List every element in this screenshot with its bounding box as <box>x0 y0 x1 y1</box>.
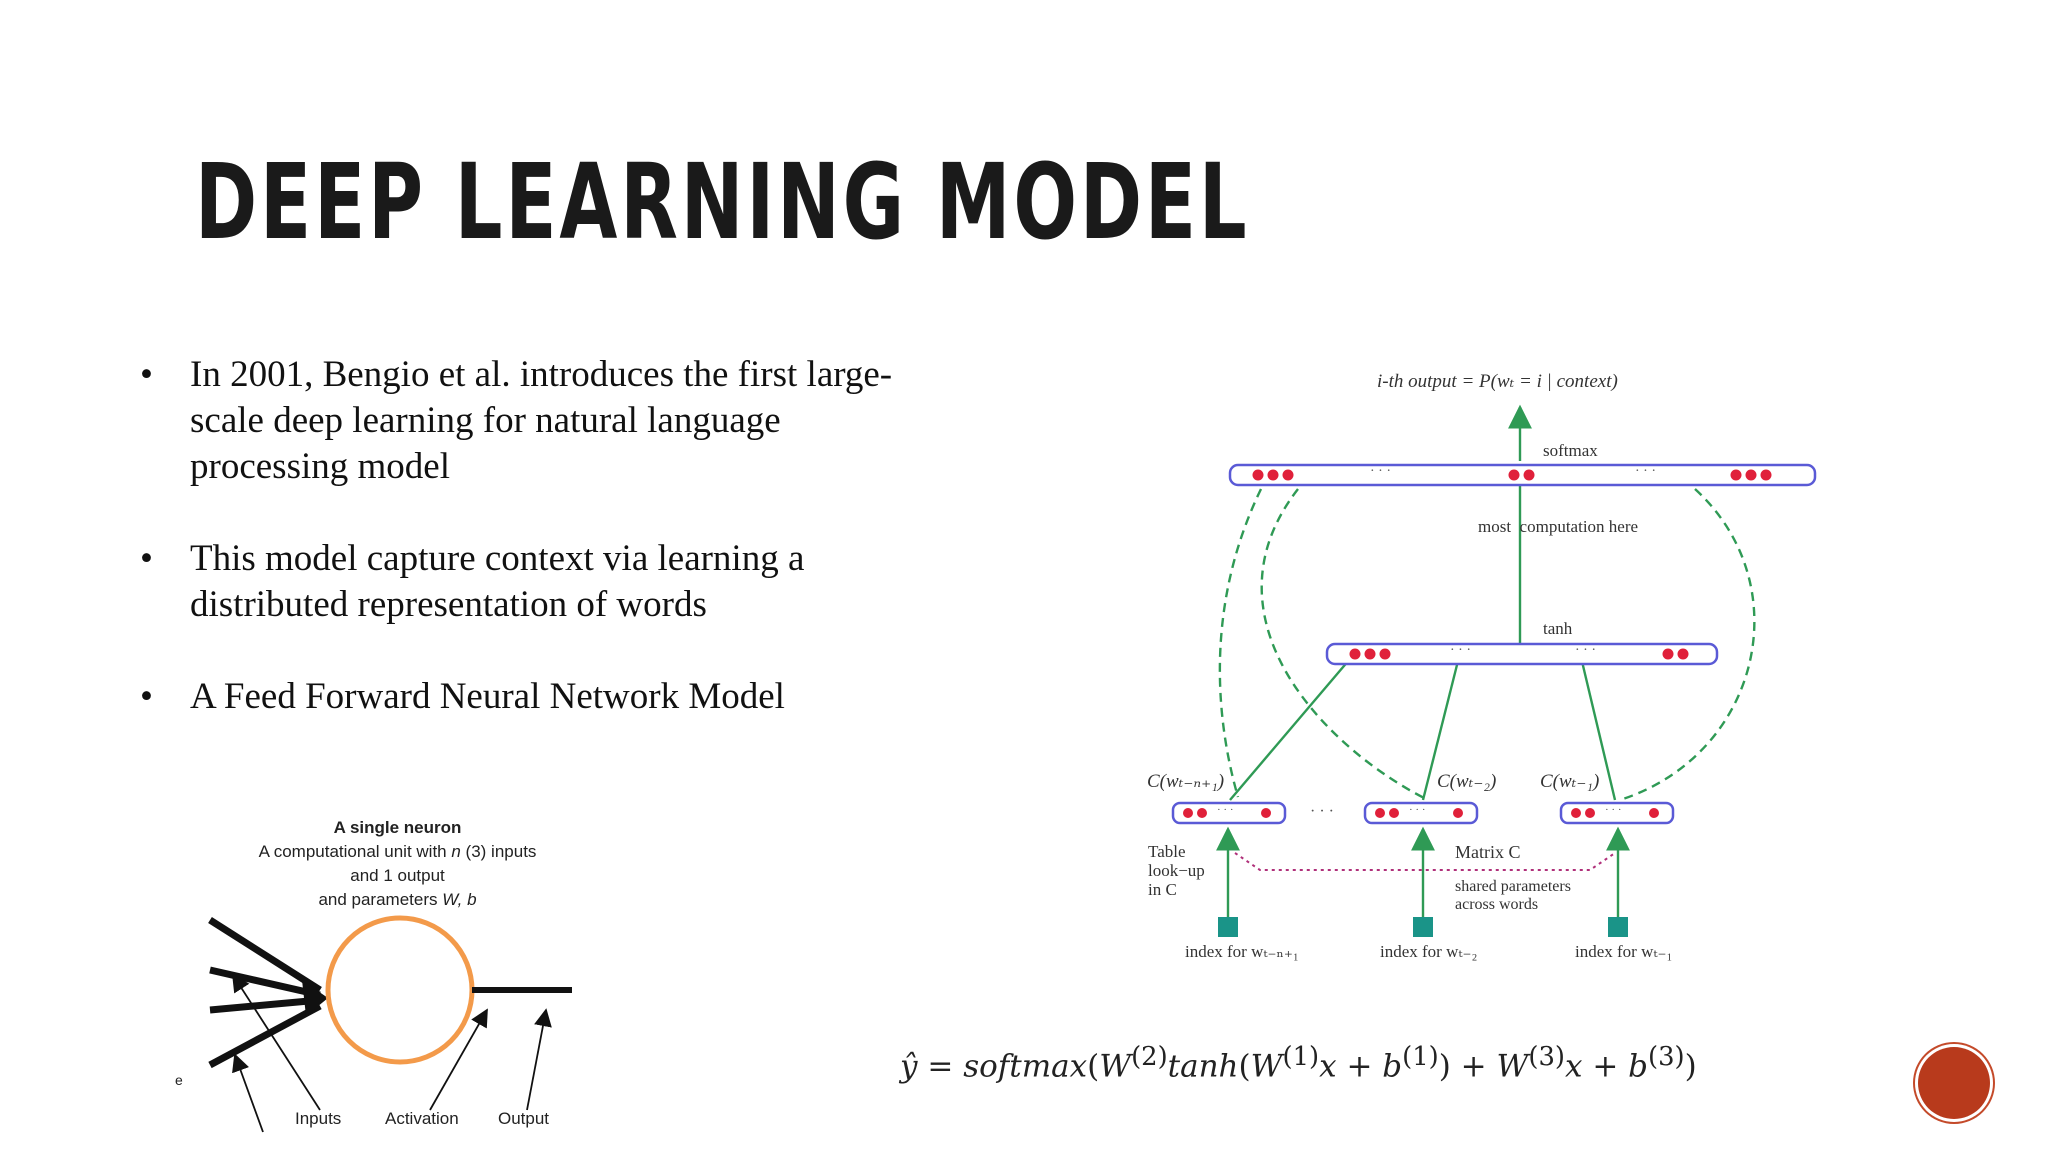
softmax-label: softmax <box>1543 441 1598 460</box>
neuron-caption-line2: and 1 output <box>350 866 445 885</box>
shared-parameters-line <box>1234 852 1616 871</box>
model-formula: ŷ = softmax(W(2)tanh(W(1)x + b(1)) + W(3… <box>900 1042 1697 1085</box>
direct-connection <box>1218 488 1263 798</box>
index-label-1: index for wₜ₋ₙ₊₁ <box>1185 942 1299 961</box>
inputs-pointer <box>232 973 321 1111</box>
c3-to-hidden <box>1578 652 1617 801</box>
softmax-dots-left: · · · <box>1370 464 1391 479</box>
neuron-circle <box>325 915 475 1065</box>
neuron-figure-title: A single neuron <box>333 818 462 837</box>
output-probability-label: i-th output = P(wₜ = i | context) <box>1377 371 1618 392</box>
bullet-text: In 2001, Bengio et al. introduces the fi… <box>190 354 893 487</box>
c2-to-hidden <box>1421 652 1462 801</box>
bullet-text: This model capture context via learning … <box>190 538 805 625</box>
bullet-item: • This model capture context via learning… <box>140 536 920 628</box>
bullet-dot: • <box>140 354 153 395</box>
neuron-caption-line3: and parameters W, b <box>318 890 477 909</box>
bullet-item: • A Feed Forward Neural Network Model <box>140 674 920 720</box>
activation-label: Activation <box>385 1109 459 1128</box>
shared-parameters-label: shared parameters across words <box>1455 878 1571 913</box>
tanh-layer <box>1325 642 1719 666</box>
c-label-1: C(wₜ₋ₙ₊₁) <box>1147 771 1225 792</box>
embedding-layer <box>1363 801 1479 825</box>
embedding-layer <box>1171 801 1287 825</box>
stray-character: e <box>175 1072 183 1088</box>
bullet-list: • In 2001, Bengio et al. introduces the f… <box>140 352 920 766</box>
c-label-2: C(wₜ₋₂) <box>1437 771 1497 792</box>
neuron-drawing <box>208 915 572 1133</box>
neuron-caption-line1: A computational unit with n (3) inputs <box>258 842 537 861</box>
bullet-dot: • <box>140 538 153 579</box>
c-label-3: C(wₜ₋₁) <box>1540 771 1600 792</box>
input-arrows <box>208 917 322 1069</box>
slide-title: DEEP LEARNING MODEL <box>195 141 1250 263</box>
softmax-layer <box>1228 463 1817 487</box>
tanh-label: tanh <box>1543 619 1573 638</box>
inputs-label: Inputs <box>295 1109 342 1128</box>
matrix-c-label: Matrix C <box>1455 842 1521 862</box>
between-embedding-dots: · · · <box>1310 803 1334 820</box>
tanh-dots-right: · · · <box>1575 643 1596 658</box>
index-label-2: index for wₜ₋₂ <box>1380 942 1478 961</box>
embedding-dots: · · · <box>1409 804 1426 816</box>
bullet-dot: • <box>140 676 153 717</box>
embedding-dots: · · · <box>1605 804 1622 816</box>
input-arrowhead <box>302 980 328 1016</box>
neural-lm-drawing <box>1171 404 1817 937</box>
table-lookup-label: Table look−up in C <box>1148 842 1205 899</box>
single-neuron-figure: A single neuron A computational unit wit… <box>175 810 600 1152</box>
softmax-dots-right: · · · <box>1635 464 1656 479</box>
activation-pointer <box>429 1008 488 1111</box>
tanh-dots-left: · · · <box>1450 643 1471 658</box>
inputs-pointer <box>232 1053 264 1133</box>
embedding-layer <box>1559 801 1675 825</box>
c1-to-hidden <box>1229 652 1356 801</box>
slide-badge-icon <box>1918 1047 1990 1119</box>
index-box <box>1413 917 1433 937</box>
direct-connection <box>1619 488 1756 802</box>
output-label: Output <box>498 1109 550 1128</box>
output-pointer <box>526 1008 552 1111</box>
most-computation-label: most computation here <box>1478 517 1639 536</box>
bullet-item: • In 2001, Bengio et al. introduces the f… <box>140 352 920 490</box>
embedding-dots: · · · <box>1217 804 1234 816</box>
index-box <box>1218 917 1238 937</box>
neural-lm-diagram: i-th output = P(wₜ = i | context) softma… <box>1120 355 1840 975</box>
index-label-3: index for wₜ₋₁ <box>1575 942 1673 961</box>
index-box <box>1608 917 1628 937</box>
bullet-text: A Feed Forward Neural Network Model <box>190 676 785 717</box>
direct-connection <box>1260 488 1427 801</box>
